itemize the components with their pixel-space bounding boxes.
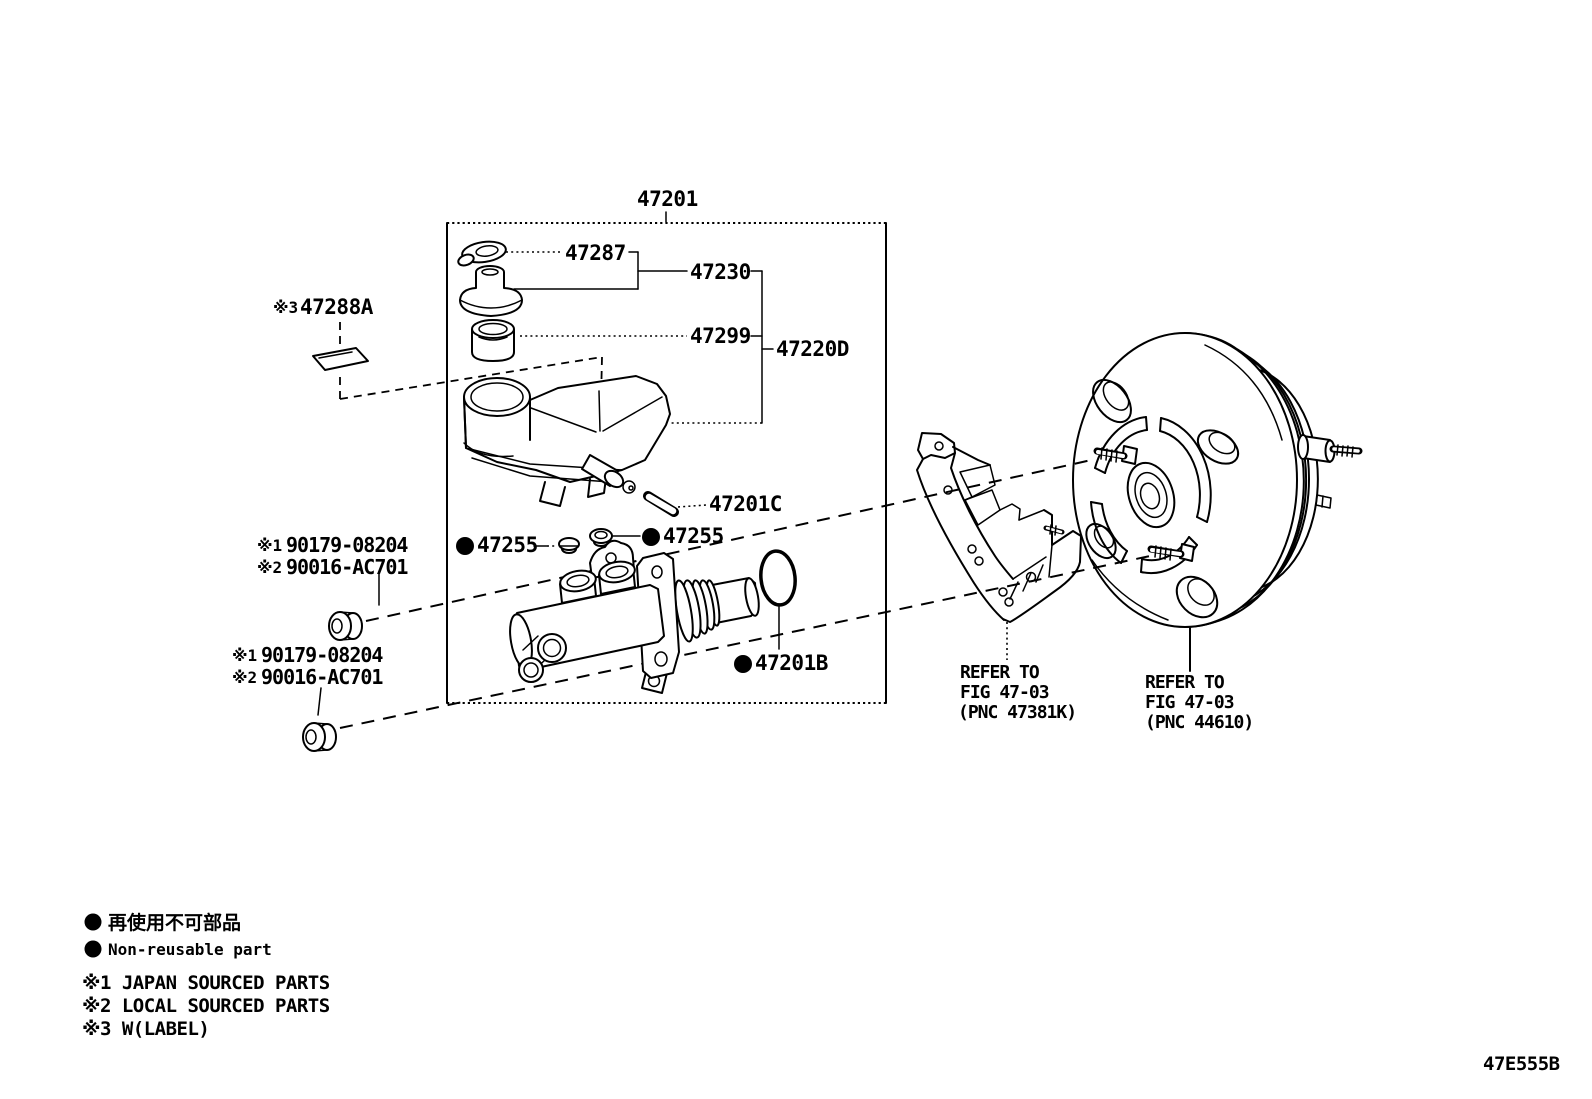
o-ring-drawing [759,549,797,607]
legend-jp: 再使用不可部品 [108,911,241,934]
legend-note3: ※3 W(LABEL) [82,1018,209,1040]
figure-code: 47E555B [1483,1053,1560,1075]
grommet-left-drawing [558,537,580,554]
svg-text:REFER TO: REFER TO [960,662,1040,683]
reservoir-tank-drawing [463,375,671,507]
non-reusable-icon [456,537,474,555]
booster-front-face [1072,332,1298,628]
reservoir-filler-cap-drawing [459,265,523,317]
master-cylinder-drawing [509,539,760,694]
legend-note2: ※2 LOCAL SOURCED PARTS [82,995,330,1017]
bracket-holes [943,485,1037,607]
leader-lines [317,251,780,716]
cap-label: 47230 [690,260,751,284]
brake-booster-drawing [1072,332,1363,672]
oring-label: 47201B [755,651,828,675]
non-reusable-icon [642,528,660,546]
refer-booster-label: REFER TO FIG 47-03 (PNC 44610) [1145,672,1254,733]
non-reusable-icon [84,913,102,931]
svg-text:(PNC 47381K): (PNC 47381K) [958,702,1076,723]
nut-upper-drawing [328,611,363,641]
plate-label: 47288A [300,295,374,319]
assembly-label: 47201 [637,187,698,211]
pin-label: 47201C [709,492,782,516]
bracket-screw [1043,524,1065,536]
reservoir-strainer-drawing [471,319,515,362]
non-reusable-icon [84,940,102,958]
nut-lower-drawing [302,722,337,752]
svg-text:90179-08204: 90179-08204 [261,643,383,667]
non-reusable-icon [734,655,752,673]
grommet-right-label: 47255 [663,524,724,548]
svg-text:90016-AC701: 90016-AC701 [261,665,383,689]
reservoir-cap-seal-drawing [457,240,507,267]
svg-text:※2: ※2 [257,558,282,577]
booster-mounting-studs [1093,445,1195,562]
svg-text:※2: ※2 [232,668,257,687]
grommet-right-drawing [589,528,613,547]
booster-face-slots [1090,416,1212,575]
svg-text:FIG 47-03: FIG 47-03 [1145,692,1234,713]
reservoir-label: 47220D [776,337,849,361]
seal-label: 47287 [565,241,626,265]
assembly-box [446,211,887,704]
svg-text:(PNC 44610): (PNC 44610) [1145,712,1253,733]
nut-lower-label: ※1 90179-08204 ※2 90016-AC701 [232,643,384,689]
cylinder-pin-drawing [643,491,679,517]
svg-text:FIG 47-03: FIG 47-03 [960,682,1049,703]
booster-bracket-drawing [916,432,1082,660]
booster-stud-bosses [1085,378,1240,619]
svg-text:90016-AC701: 90016-AC701 [286,555,408,579]
svg-text:※1: ※1 [257,536,282,555]
svg-text:※1: ※1 [232,646,257,665]
label-plate-drawing [312,347,369,371]
assembly-dashed-lines [339,322,1151,729]
svg-text:REFER TO: REFER TO [1145,672,1225,693]
legend: 再使用不可部品 Non-reusable part ※1 JAPAN SOURC… [82,911,330,1040]
legend-note1: ※1 JAPAN SOURCED PARTS [82,972,330,994]
grommet-left-label: 47255 [477,533,538,557]
legend-en: Non-reusable part [108,940,272,959]
svg-text:90179-08204: 90179-08204 [286,533,408,557]
booster-hub [1126,461,1176,529]
plate-label-mark: ※3 [273,298,298,317]
booster-push-rod [1297,434,1363,509]
strainer-label: 47299 [690,324,751,348]
refer-bracket-label: REFER TO FIG 47-03 (PNC 47381K) [958,662,1077,723]
nut-upper-label: ※1 90179-08204 ※2 90016-AC701 [257,533,409,579]
